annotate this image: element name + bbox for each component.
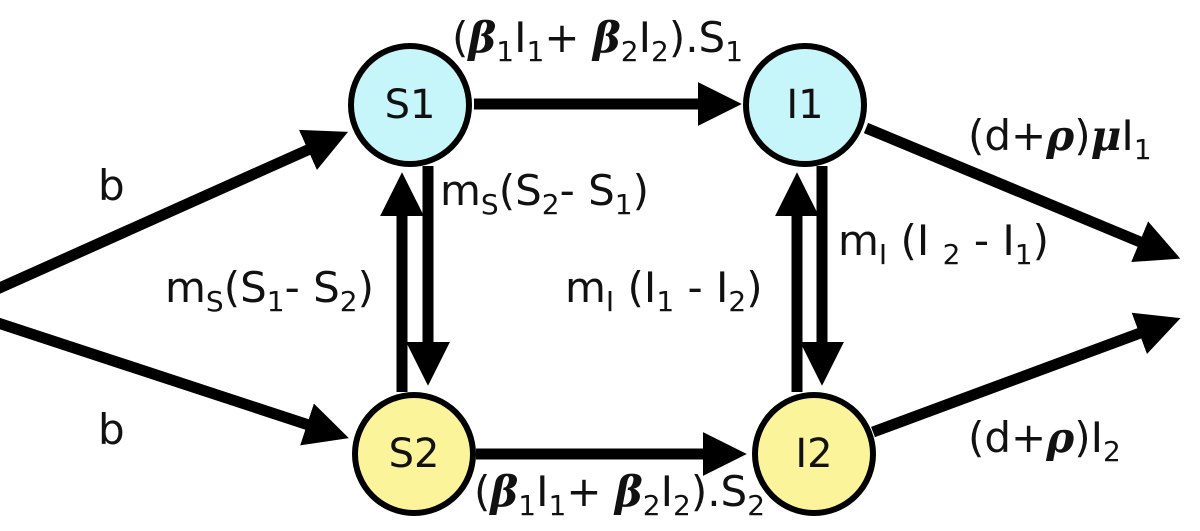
arrow-i2-death <box>871 312 1181 438</box>
node-s2-label: S2 <box>389 431 440 477</box>
label-migration-s-up: mS(S1- S2) <box>165 263 374 318</box>
label-death-i1: (d+ρ)μI1 <box>968 111 1152 166</box>
label-infection-top: (β1I1+ β2I2).S1 <box>452 13 743 68</box>
node-i2: I2 <box>752 392 876 516</box>
node-i2-label: I2 <box>795 431 832 477</box>
label-birth-top: b <box>98 161 125 210</box>
node-s2: S2 <box>352 392 476 516</box>
node-s1-circle <box>348 43 472 167</box>
node-i1: I1 <box>743 43 867 167</box>
label-migration-i-up: mI (I1 - I2) <box>565 263 763 318</box>
label-migration-s-down: mS(S2- S1) <box>440 166 649 221</box>
label-migration-i-down: mI (I 2 - I1) <box>838 216 1049 271</box>
arrow-birth-to-s2 <box>0 317 349 446</box>
arrow-birth-to-s1 <box>0 129 349 294</box>
node-i1-label: I1 <box>786 82 823 128</box>
node-s2-circle <box>352 392 476 516</box>
node-i1-circle <box>743 43 867 167</box>
node-s1-label: S1 <box>385 82 436 128</box>
label-death-i2: (d+ρ)I2 <box>968 413 1121 468</box>
arrow-i1-death <box>863 122 1181 263</box>
label-infection-bottom: (β1I1+ β2I2).S2 <box>474 467 765 522</box>
label-birth-bottom: b <box>98 405 125 454</box>
node-s1: S1 <box>348 43 472 167</box>
node-i2-circle <box>752 392 876 516</box>
